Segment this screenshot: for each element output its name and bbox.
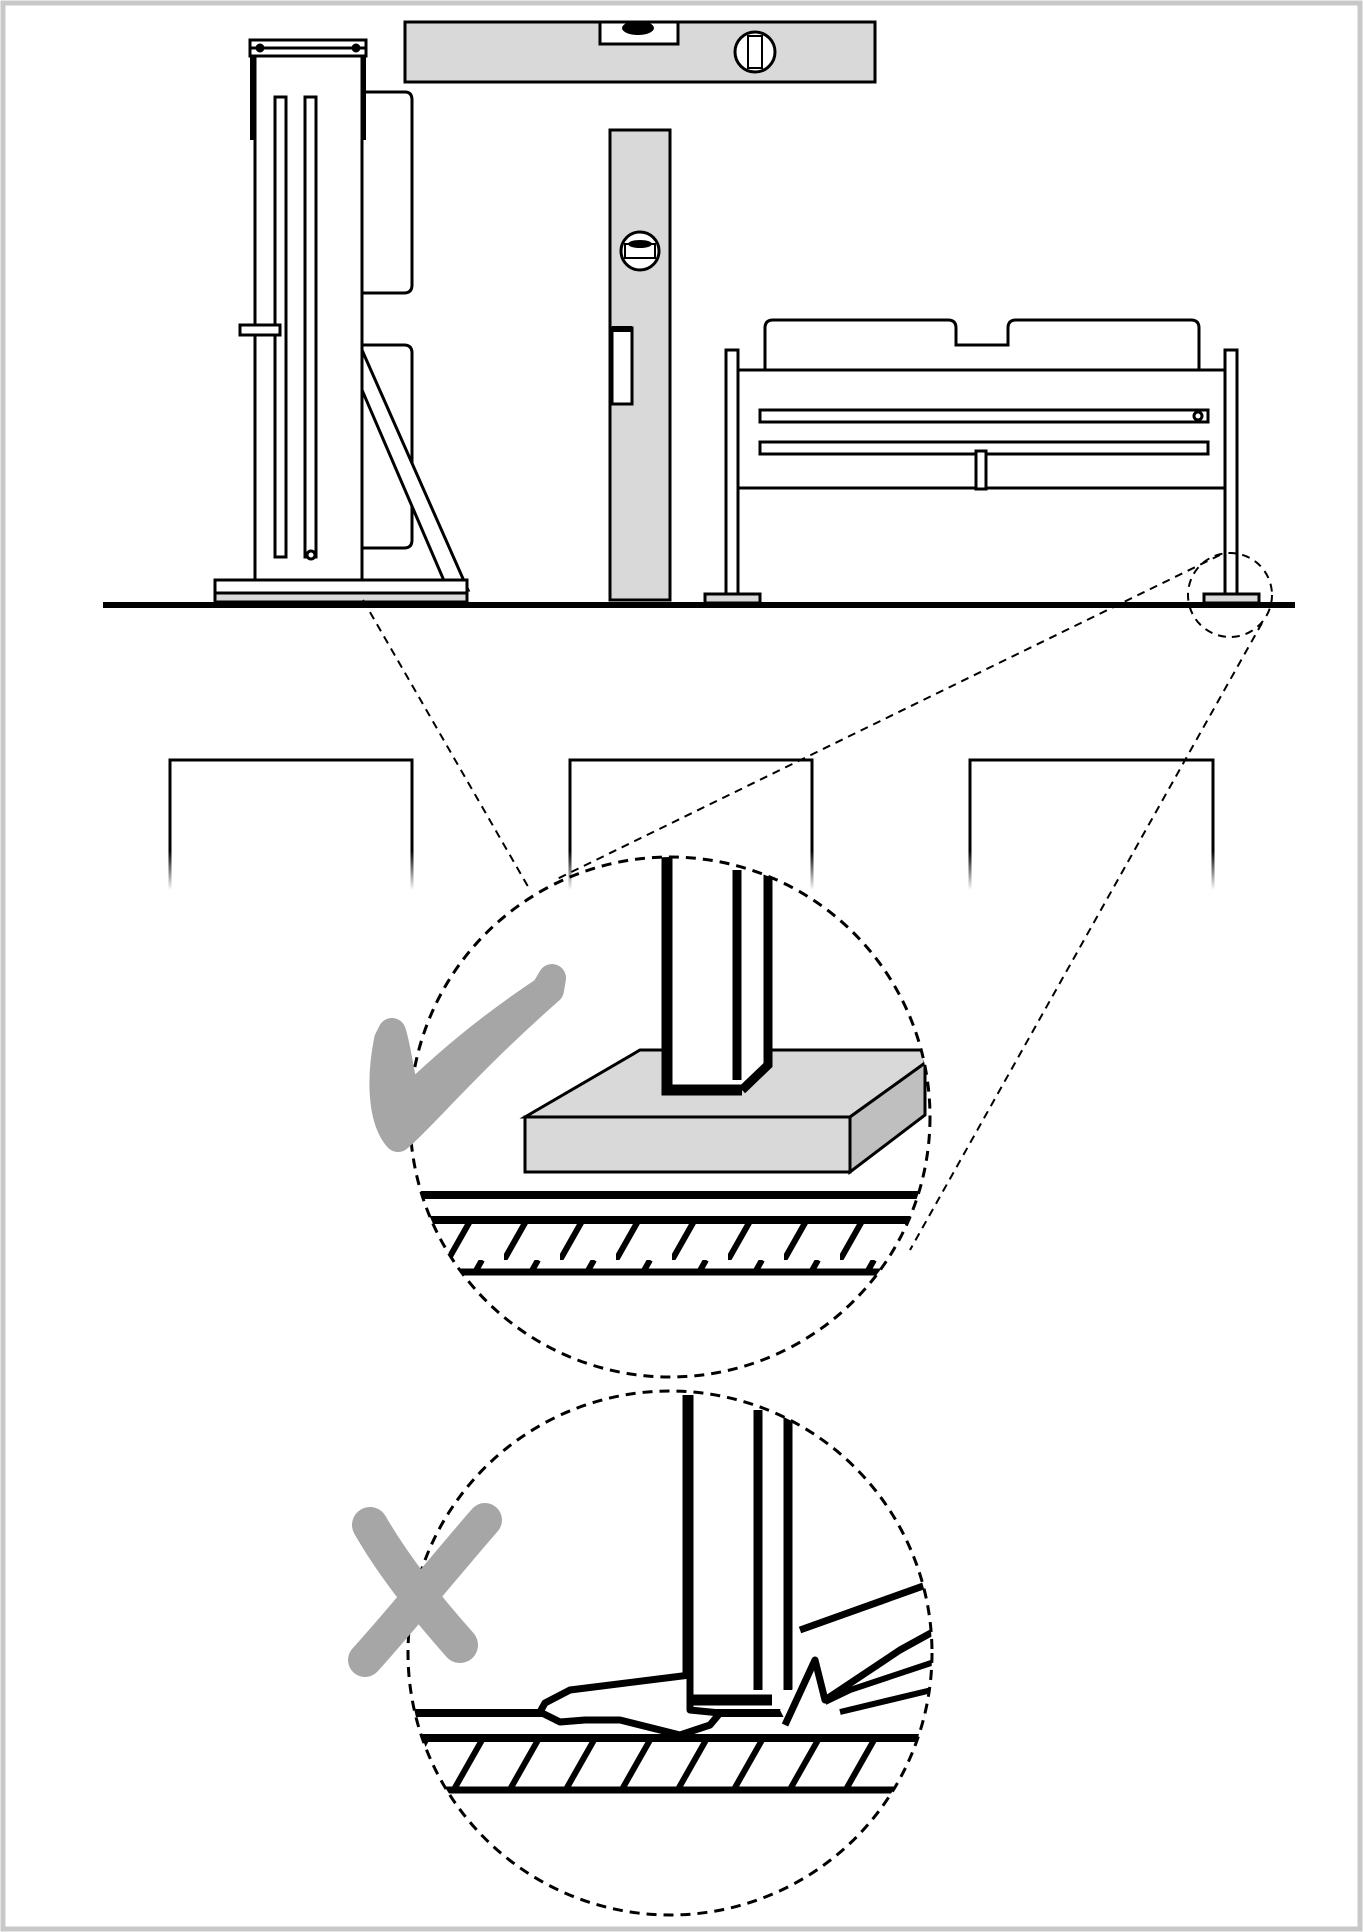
- detail-incorrect: [348, 1389, 934, 1917]
- callout-lines: [362, 552, 1273, 1251]
- check-mark-icon: [369, 964, 566, 1152]
- right-unit: [703, 318, 1261, 605]
- vertical-spirit-level: [608, 128, 672, 602]
- horizontal-spirit-level: [403, 20, 877, 84]
- cross-mark-icon: [348, 1503, 502, 1677]
- left-unit: [213, 38, 471, 604]
- detail-correct: [369, 855, 932, 1379]
- support-surface: [103, 602, 1295, 890]
